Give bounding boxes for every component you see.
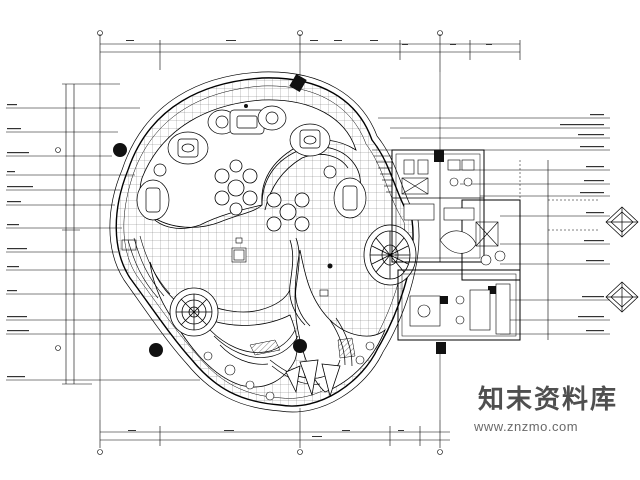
bottom-triangular-features <box>285 359 341 398</box>
right-annex-dashed-lines <box>519 160 600 231</box>
round-bar-left <box>169 287 219 337</box>
right-annex-toilets <box>403 159 475 221</box>
detail-diamond-symbol-upper <box>605 206 639 238</box>
spiral-stair-right <box>363 224 417 286</box>
small-tables-bottom <box>203 341 375 401</box>
right-annex-furniture <box>409 230 511 335</box>
connector-stairs <box>372 149 392 193</box>
central-table-group-left <box>214 159 258 216</box>
central-table-group-right <box>266 192 310 232</box>
right-annotation-text-marks <box>560 114 604 332</box>
dimension-text-marks <box>126 40 492 437</box>
structural-columns <box>113 73 333 357</box>
left-annotation-text-marks <box>7 104 33 378</box>
detail-diamond-symbol-lower <box>605 281 639 313</box>
axis-gridlines <box>99 60 441 420</box>
watermark-url: www.znzmo.com <box>473 419 578 434</box>
right-annex-dark-fixtures <box>434 150 496 354</box>
stage-step-area-left <box>121 235 171 299</box>
bottom-hatched-walls <box>249 337 356 359</box>
bottom-dimension-lines <box>97 420 450 455</box>
booth-seating-upper <box>136 105 367 221</box>
right-annex-crossed-boxes <box>401 177 499 247</box>
left-annotation-leaders <box>6 107 200 381</box>
small-tables-middle <box>231 237 329 297</box>
watermark-chinese: 知末资料库 <box>478 385 618 415</box>
top-dimension-lines <box>97 30 521 72</box>
